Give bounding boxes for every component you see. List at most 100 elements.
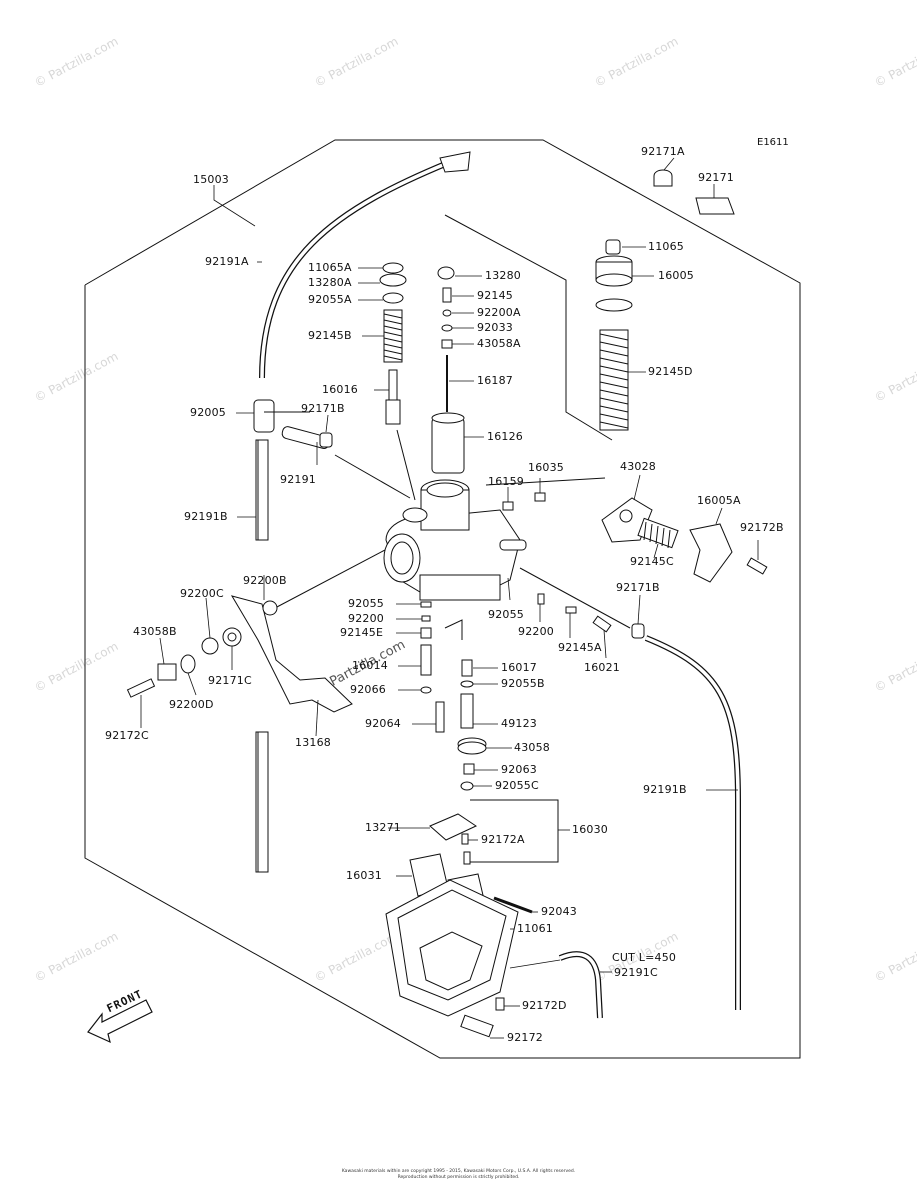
part-label[interactable]: 92172D — [522, 999, 567, 1012]
part-label[interactable]: 92005 — [190, 406, 226, 419]
washer-43058 — [457, 737, 487, 755]
part-label[interactable]: 16187 — [477, 374, 513, 387]
part-label[interactable]: 92191A — [205, 255, 249, 268]
part-label[interactable]: 16016 — [322, 383, 358, 396]
washer-92200A — [442, 309, 452, 317]
adjuster-16021 — [592, 615, 612, 633]
bolt-92172C — [126, 678, 156, 698]
part-label[interactable]: 15003 — [193, 173, 229, 186]
part-label[interactable]: 92172A — [481, 833, 525, 846]
part-label[interactable]: 92171 — [698, 171, 734, 184]
part-label[interactable]: 92172B — [740, 521, 784, 534]
vent-tube-92191B-left — [255, 439, 269, 541]
part-label[interactable]: 92200C — [180, 587, 224, 600]
washer-92055-left — [420, 601, 432, 608]
leader-lines — [140, 157, 759, 1039]
screw-92172A — [461, 833, 469, 845]
part-label[interactable]: 92200 — [518, 625, 554, 638]
gasket-16005 — [595, 298, 633, 312]
part-label[interactable]: 92145C — [630, 555, 674, 568]
cap-11065 — [605, 239, 621, 255]
part-label[interactable]: 16017 — [501, 661, 537, 674]
part-label[interactable]: 16031 — [346, 869, 382, 882]
part-label[interactable]: 92055C — [495, 779, 539, 792]
part-label[interactable]: 92055B — [501, 677, 545, 690]
part-label[interactable]: 92200A — [477, 306, 521, 319]
part-label[interactable]: 92191C — [614, 966, 658, 979]
part-label[interactable]: 11061 — [517, 922, 553, 935]
clip-13280 — [437, 266, 455, 280]
part-label[interactable]: 13271 — [365, 821, 401, 834]
part-label[interactable]: 92043 — [541, 905, 577, 918]
part-label[interactable]: 92055 — [488, 608, 524, 621]
part-label[interactable]: 13280A — [308, 276, 352, 289]
part-label[interactable]: 92055A — [308, 293, 352, 306]
bracket-16030 — [470, 799, 559, 863]
part-label[interactable]: 16014 — [352, 659, 388, 672]
part-label[interactable]: 92145 — [477, 289, 513, 302]
part-label[interactable]: 16005A — [697, 494, 741, 507]
clamp-92171B-right — [631, 623, 645, 639]
pin-92043 — [493, 896, 533, 914]
jet-92064 — [435, 701, 445, 733]
copyright-line-2: Reproduction without permission is stric… — [397, 1175, 520, 1180]
diagram-frame — [84, 139, 801, 1059]
part-label[interactable]: 92064 — [365, 717, 401, 730]
part-label[interactable]: 92191 — [280, 473, 316, 486]
cap-16005 — [595, 255, 633, 287]
part-label[interactable]: 92171B — [616, 581, 660, 594]
part-label[interactable]: 92171C — [208, 674, 252, 687]
part-label[interactable]: 43058 — [514, 741, 550, 754]
part-label[interactable]: 16030 — [572, 823, 608, 836]
spring-92145B — [383, 309, 403, 363]
part-label[interactable]: 92200 — [348, 612, 384, 625]
part-label[interactable]: 92033 — [477, 321, 513, 334]
part-label[interactable]: 13168 — [295, 736, 331, 749]
part-label[interactable]: 92191B — [184, 510, 228, 523]
part-label[interactable]: 43058B — [133, 625, 177, 638]
spring-92145D — [599, 329, 629, 431]
slide-guide-line — [444, 214, 613, 441]
washer-92200B — [262, 600, 278, 616]
plug-92063 — [463, 763, 475, 775]
throttle-slide-16126 — [431, 412, 465, 474]
part-label[interactable]: 92200D — [169, 698, 214, 711]
part-label[interactable]: 43028 — [620, 460, 656, 473]
part-label[interactable]: 92145A — [558, 641, 602, 654]
part-label[interactable]: 92200B — [243, 574, 287, 587]
washer-92033 — [441, 324, 453, 332]
part-label[interactable]: 92063 — [501, 763, 537, 776]
part-label[interactable]: 13280 — [485, 269, 521, 282]
part-label[interactable]: 16035 — [528, 461, 564, 474]
spring-92145 — [442, 287, 452, 303]
part-label[interactable]: 92171A — [641, 145, 685, 158]
part-label[interactable]: 43058A — [477, 337, 521, 350]
clamp-92171 — [695, 197, 735, 215]
part-label[interactable]: 11065A — [308, 261, 352, 274]
washer-92066 — [420, 686, 432, 694]
part-label[interactable]: 92145B — [308, 329, 352, 342]
part-label[interactable]: 92145D — [648, 365, 693, 378]
part-label[interactable]: 92191B — [643, 783, 687, 796]
part-label[interactable]: 92172 — [507, 1031, 543, 1044]
part-label[interactable]: CUT L=450 — [612, 951, 677, 964]
part-label[interactable]: 49123 — [501, 717, 537, 730]
fitting-16159 — [502, 501, 514, 511]
part-label[interactable]: 92055 — [348, 597, 384, 610]
washer-92055C — [460, 781, 474, 791]
part-label[interactable]: 16159 — [488, 475, 524, 488]
part-label[interactable]: 16005 — [658, 269, 694, 282]
part-label[interactable]: 11065 — [648, 240, 684, 253]
diagram-code: E1611 — [757, 137, 789, 148]
part-label[interactable]: 92172C — [105, 729, 149, 742]
part-label[interactable]: 92171B — [301, 402, 345, 415]
screw-92172D — [495, 997, 505, 1011]
part-label[interactable]: 16126 — [487, 430, 523, 443]
washer-92200C — [201, 637, 219, 655]
clip-43058A — [441, 339, 453, 349]
part-label[interactable]: 92145E — [340, 626, 384, 639]
spring-92145C — [637, 517, 679, 549]
part-label[interactable]: 16021 — [584, 661, 620, 674]
spacer-43058B — [157, 663, 177, 681]
part-label[interactable]: 92066 — [350, 683, 386, 696]
